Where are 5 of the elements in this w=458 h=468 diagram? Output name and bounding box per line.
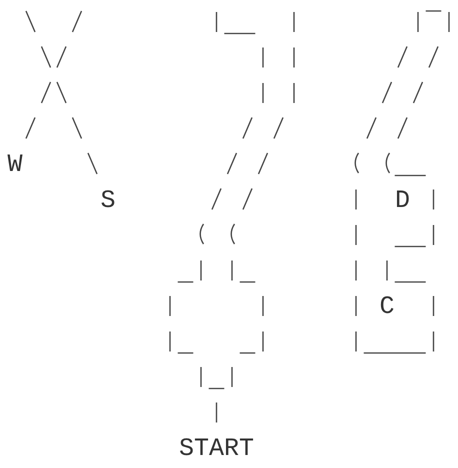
letter-label: S — [100, 186, 116, 214]
letter-label: D — [395, 186, 410, 214]
letter-label: START — [179, 435, 254, 463]
letter-label: C — [380, 293, 394, 321]
letter-label: W — [8, 151, 22, 179]
